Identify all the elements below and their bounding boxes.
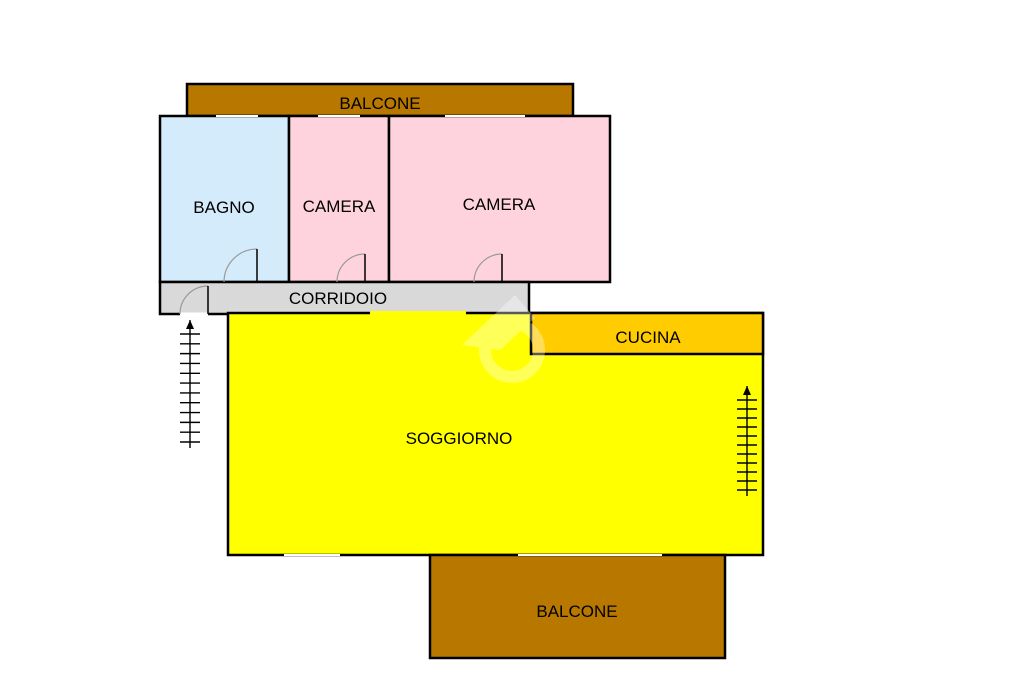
bagno-label: BAGNO	[193, 198, 254, 217]
cucina-label: CUCINA	[615, 328, 681, 347]
door-swing-icon	[473, 253, 503, 283]
camera-2-label: CAMERA	[463, 195, 536, 214]
room-camera-2: CAMERA	[387, 114, 612, 284]
watermark-logo-icon	[462, 295, 545, 383]
door-swing-icon	[336, 253, 366, 283]
balcone-bottom-label: BALCONE	[536, 602, 617, 621]
room-balcone-bottom: BALCONE	[428, 553, 727, 660]
balcone-top-label: BALCONE	[339, 94, 420, 113]
stairs-arrow-icon	[180, 320, 200, 448]
door-swing-icon	[179, 285, 209, 316]
door-swing-icon	[223, 248, 258, 283]
soggiorno-label: SOGGIORNO	[406, 429, 513, 448]
corridoio-label: CORRIDOIO	[289, 289, 387, 308]
room-bagno: BAGNO	[158, 114, 291, 284]
room-camera-1: CAMERA	[287, 114, 391, 284]
camera-1-label: CAMERA	[303, 197, 376, 216]
room-cucina: CUCINA	[529, 311, 765, 356]
stairs-arrow-icon	[737, 386, 757, 496]
room-corridoio: CORRIDOIO	[158, 280, 531, 316]
room-balcone-top: BALCONE	[185, 82, 575, 118]
